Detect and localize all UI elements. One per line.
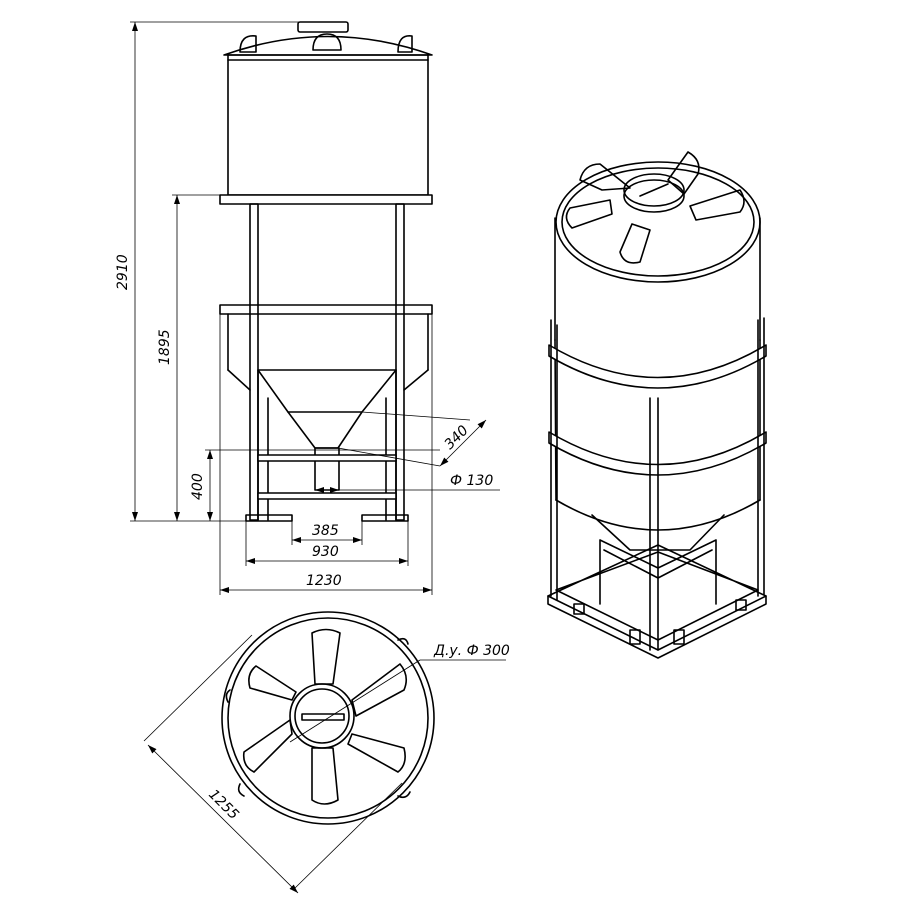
hatch-inner [294,688,350,744]
lid-rib-left [239,35,257,53]
frame-cross-bar-lower [257,492,397,500]
lid-rib-center [312,33,342,51]
front-view-dimensions: 2910 1895 400 340 Ф 130 385 930 1230 [115,21,500,595]
frame-post-right [395,203,405,521]
iso-foot-1 [573,603,585,615]
front-view [219,21,433,522]
frame-ring-top [219,194,433,205]
lid-rib-right [397,35,413,53]
frame-ring-middle [219,304,433,315]
tank-body [227,54,429,196]
iso-post-left [550,319,558,601]
dim-total-height: 2910 [115,254,131,290]
top-view-dimensions: Д.у. Ф 300 1255 [143,634,510,894]
iso-foot-3 [673,629,685,645]
iso-tank-top [555,161,761,283]
foot-right [361,514,409,522]
iso-tank-body [554,217,761,341]
dim-leg-height: 400 [190,473,206,500]
frame-post-left [249,203,259,521]
dim-nominal-diameter: Д.у. Ф 300 [433,643,510,659]
dim-inner-width: 385 [312,523,339,539]
tank-outline-top [221,611,435,825]
lid-hatch [297,21,349,33]
iso-hatch [623,179,685,213]
iso-post-front [649,397,659,651]
lid-ribs [242,628,408,805]
dim-total-width: 1230 [306,573,342,589]
iso-foot-2 [629,629,641,645]
dim-cone-side: 340 [442,423,472,453]
iso-base-frame [547,544,767,651]
frame-cross-bar-upper [257,454,397,462]
dim-outlet-diameter: Ф 130 [450,473,493,489]
iso-post-right [757,317,765,597]
foot-left [245,514,293,522]
dim-tank-diameter: 1255 [205,787,242,824]
iso-foot-4 [735,599,747,611]
dim-frame-height: 1895 [157,329,173,365]
dim-frame-inner-width: 930 [312,544,339,560]
iso-ring-top [548,344,767,389]
isometric-view [547,151,767,659]
iso-ring-middle [548,431,767,476]
